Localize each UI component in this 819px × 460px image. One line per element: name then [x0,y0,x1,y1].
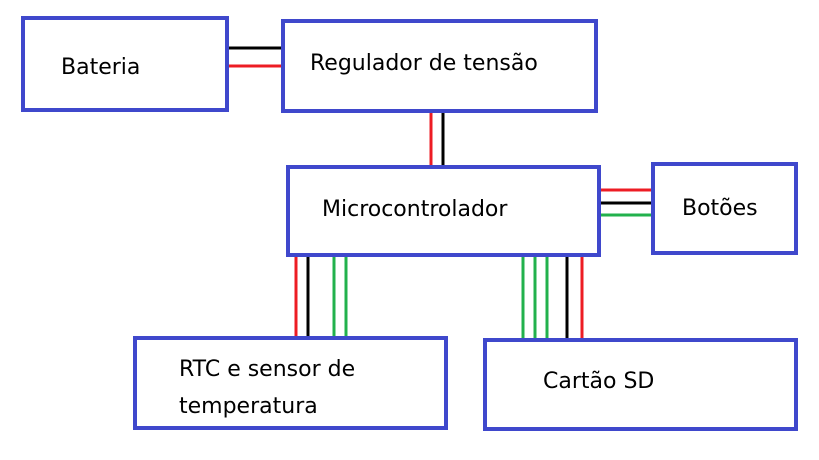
microcontrolador-label: Microcontrolador [322,197,508,222]
botoes-block [651,162,798,255]
microcontrolador-block [286,165,601,257]
rtc-block [133,336,448,430]
bateria-label: Bateria [61,55,141,80]
cartao-label: Cartão SD [543,369,655,394]
rtc-label-line2: temperatura [179,394,318,419]
bateria-block [21,16,229,112]
botoes-label: Botões [682,196,758,221]
rtc-label-line1: RTC e sensor de [179,357,356,382]
regulador-label: Regulador de tensão [310,51,538,76]
regulador-block [281,19,598,113]
cartao-block [483,338,798,431]
